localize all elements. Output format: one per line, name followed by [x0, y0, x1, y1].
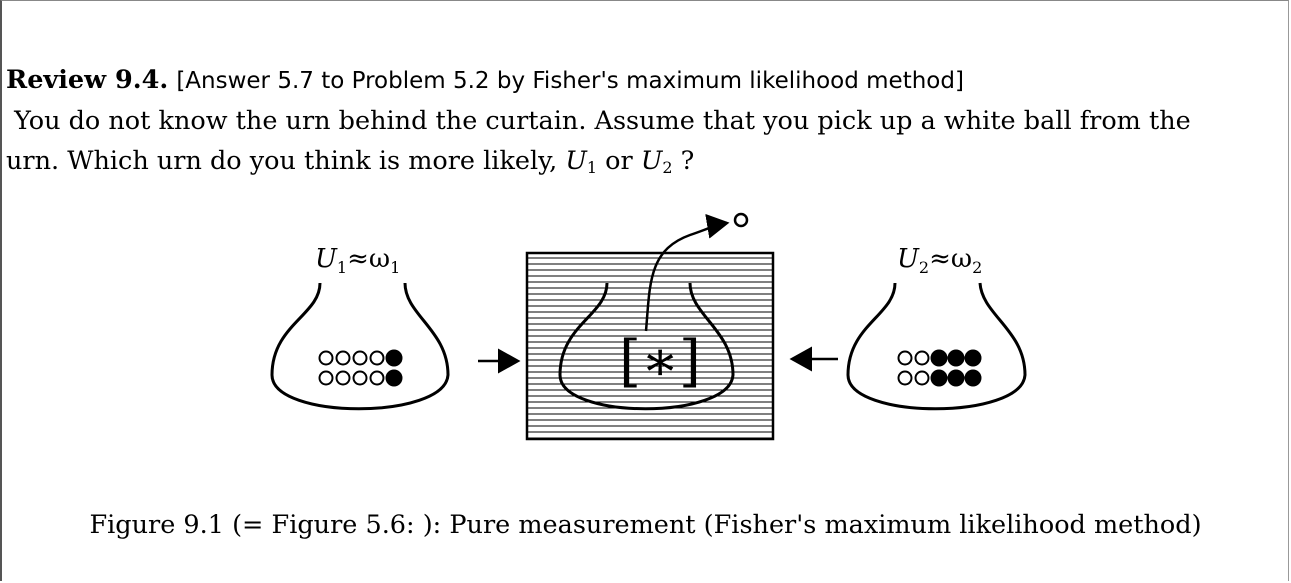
review-line-1: You do not know the urn behind the curta… — [6, 101, 1281, 141]
or-word: or — [597, 146, 641, 176]
black-ball — [932, 371, 947, 386]
white-ball — [899, 352, 912, 365]
urn-diagram: U1≈ω1 [∗] U2≈ω2 — [0, 195, 1291, 455]
white-ball — [371, 372, 384, 385]
drawn-white-ball — [735, 214, 747, 226]
white-ball — [337, 352, 350, 365]
white-ball — [354, 372, 367, 385]
review-text: Review 9.4. [Answer 5.7 to Problem 5.2 b… — [6, 60, 1281, 188]
urn2-balls — [899, 351, 981, 386]
white-ball — [320, 372, 333, 385]
white-ball — [320, 352, 333, 365]
review-line-2-pre: urn. Which urn do you think is more like… — [6, 146, 565, 176]
white-ball — [916, 372, 929, 385]
black-ball — [387, 371, 402, 386]
figure-caption: Figure 9.1 (= Figure 5.6: ): Pure measur… — [0, 510, 1291, 540]
white-ball — [899, 372, 912, 385]
u1-symbol: U1 — [565, 146, 597, 176]
black-ball — [966, 351, 981, 366]
black-ball — [387, 351, 402, 366]
white-ball — [354, 352, 367, 365]
black-ball — [949, 351, 964, 366]
white-ball — [371, 352, 384, 365]
urn2-label: U2≈ω2 — [897, 244, 982, 277]
review-heading-line: Review 9.4. [Answer 5.7 to Problem 5.2 b… — [6, 60, 1281, 101]
black-ball — [966, 371, 981, 386]
white-ball — [337, 372, 350, 385]
review-title: [Answer 5.7 to Problem 5.2 by Fisher's m… — [176, 68, 964, 94]
urn1-balls — [320, 351, 402, 386]
urn1-label: U1≈ω1 — [315, 244, 400, 277]
white-ball — [916, 352, 929, 365]
review-line-2-post: ? — [673, 146, 695, 176]
black-ball — [932, 351, 947, 366]
u2-symbol: U2 — [641, 146, 673, 176]
urn2-outline — [848, 283, 1025, 409]
urn1-outline — [272, 283, 448, 409]
review-line-2: urn. Which urn do you think is more like… — [6, 141, 1281, 188]
hidden-symbol: [∗] — [619, 329, 701, 394]
review-label: Review 9.4. — [6, 65, 168, 95]
black-ball — [949, 371, 964, 386]
